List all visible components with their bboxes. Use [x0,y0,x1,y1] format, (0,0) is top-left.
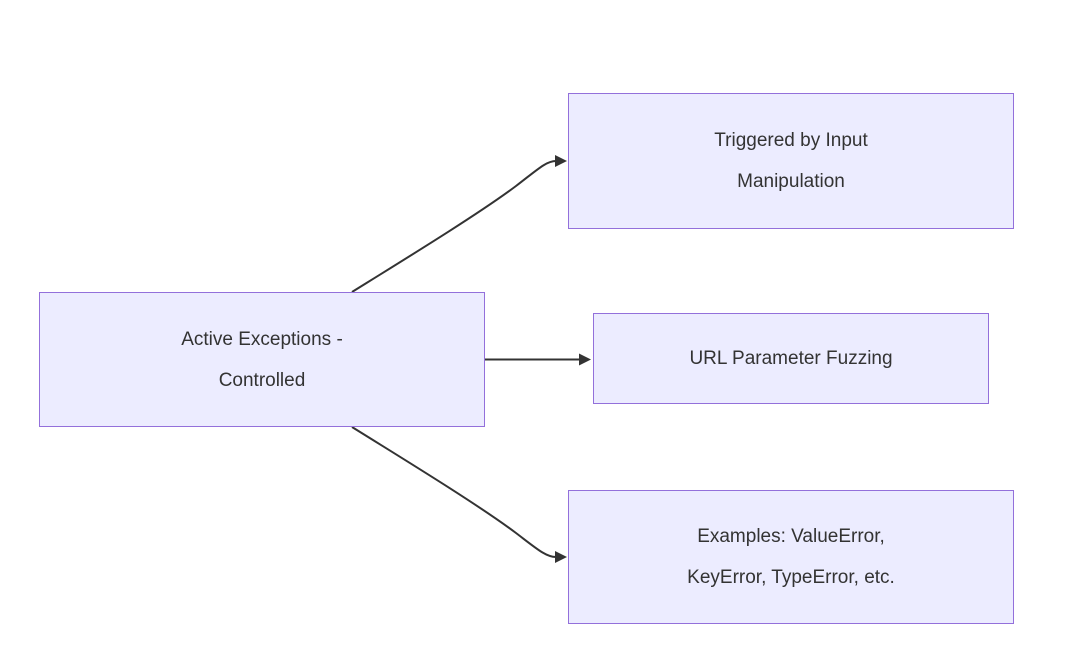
node-label-line: Controlled [218,369,306,391]
node-label-line: Examples: ValueError, [697,526,885,547]
node-url-parameter-fuzzing: URL Parameter Fuzzing [593,313,989,404]
edge-root-to-child1 [351,155,567,293]
node-label-line: Active Exceptions - [181,328,343,350]
node-label-line: Manipulation [737,171,845,192]
node-label-line: URL Parameter Fuzzing [689,348,893,369]
node-label-line: KeyError, TypeError, etc. [687,567,895,588]
node-active-exceptions-controlled: Active Exceptions - Controlled [39,292,485,427]
node-triggered-by-input-manipulation: Triggered by Input Manipulation [568,93,1014,229]
edge-root-to-child3 [351,426,567,563]
node-label-line: Triggered by Input [714,130,868,151]
node-examples-valueerror-keyerror-typeerror: Examples: ValueError, KeyError, TypeErro… [568,490,1014,624]
